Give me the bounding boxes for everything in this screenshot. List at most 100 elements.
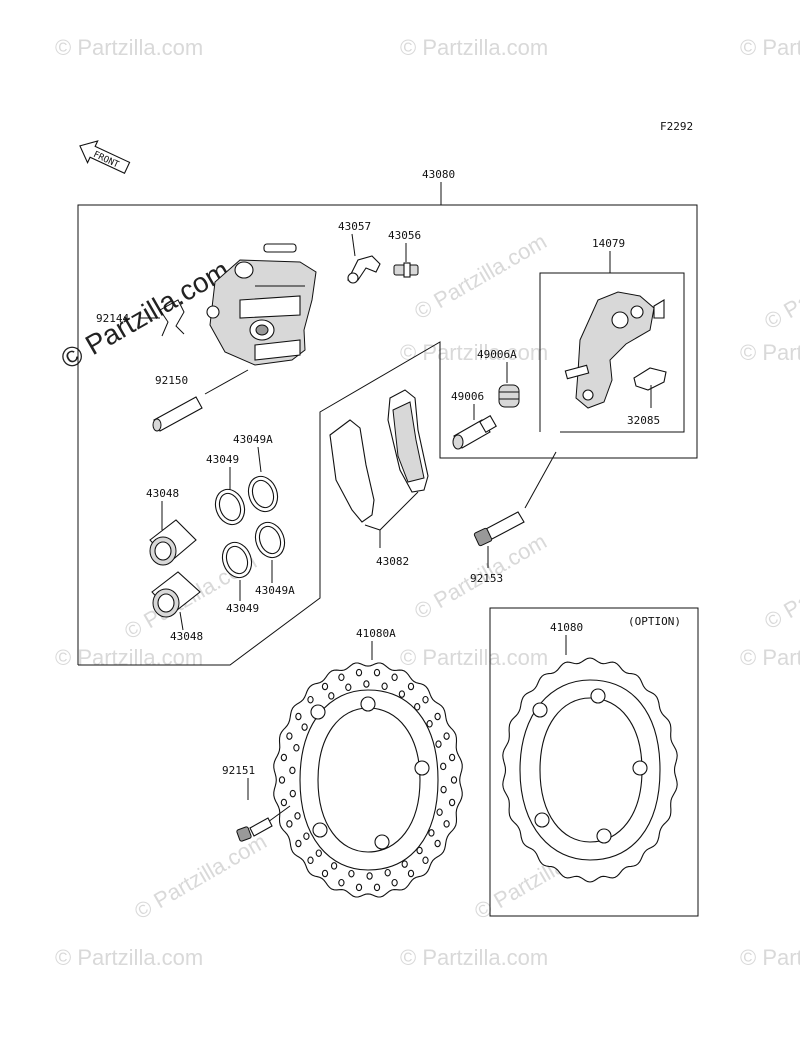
disc-drill-hole	[295, 712, 302, 721]
callout-14079: 14079	[592, 237, 625, 250]
disc-drill-hole	[293, 744, 300, 752]
callout-43049-top: 43049	[206, 453, 239, 466]
disc-drill-hole	[381, 682, 388, 691]
disc-drill-hole	[321, 682, 329, 691]
part-43057-bleeder-cap: 43057	[338, 220, 381, 284]
callout-41080: 41080	[550, 621, 583, 634]
disc-drill-hole	[295, 839, 302, 848]
disc-drill-hole	[355, 668, 363, 677]
disc-drill-hole	[391, 878, 398, 887]
watermark: © Partzilla.com	[400, 340, 548, 365]
disc-drill-hole	[443, 820, 450, 828]
watermark: © Partzilla.com	[760, 239, 800, 335]
disc-drill-hole	[422, 856, 429, 865]
callout-43049a-top: 43049A	[233, 433, 273, 446]
disc-drill-hole	[373, 883, 381, 892]
disc-drill-hole	[422, 695, 429, 704]
callout-43057: 43057	[338, 220, 371, 233]
watermark: © Partzilla.com	[760, 539, 800, 635]
front-arrow-icon: FRONT	[79, 140, 131, 175]
callout-49006: 49006	[451, 390, 484, 403]
callout-43049a-bot: 43049A	[255, 584, 295, 597]
disc-drill-hole	[440, 785, 447, 794]
disc-drill-hole	[440, 762, 447, 771]
disc-drill-hole	[355, 883, 363, 892]
watermark: © Partzilla.com	[55, 645, 203, 670]
disc-drill-hole	[280, 798, 288, 807]
disc-drill-hole	[391, 673, 398, 682]
disc-drill-hole	[443, 732, 450, 740]
watermark: © Partzilla.com	[740, 340, 800, 365]
watermark: © Partzilla.com	[55, 945, 203, 970]
disc-drill-hole	[338, 878, 345, 887]
disc-drill-hole	[436, 808, 443, 816]
disc-drill-hole	[373, 668, 381, 677]
callout-49006a: 49006A	[477, 348, 517, 361]
disc-drill-hole	[363, 680, 370, 688]
disc-drill-hole	[348, 869, 355, 878]
callout-32085: 32085	[627, 414, 660, 427]
diagram-code: F2292	[660, 120, 693, 133]
watermark: © Partzilla.com	[130, 829, 271, 925]
part-92151-bolt: 92151	[222, 764, 291, 842]
disc-drill-hole	[434, 712, 441, 721]
part-41080-brake-disc	[502, 657, 678, 883]
option-label: (OPTION)	[628, 615, 681, 628]
disc-drill-hole	[303, 832, 310, 840]
disc-drill-hole	[321, 869, 329, 878]
disc-drill-hole	[448, 798, 456, 807]
callout-43056: 43056	[388, 229, 421, 242]
disc-drill-hole	[448, 753, 456, 762]
disc-drill-hole	[398, 690, 406, 698]
disc-drill-hole	[315, 849, 322, 857]
part-43056-bleeder-valve: 43056	[388, 229, 421, 278]
watermark: © Partzilla.com	[410, 229, 551, 325]
part-32085-pad-spring: 32085	[627, 367, 667, 427]
disc-drill-hole	[286, 732, 293, 740]
part-43049-seals: 43049A 43049 43049A 43049	[206, 433, 295, 615]
disc-drill-hole	[286, 820, 293, 828]
disc-drill-hole	[328, 692, 335, 700]
part-43048-pistons: 43048 43048	[146, 487, 203, 643]
callout-92150: 92150	[155, 374, 188, 387]
disc-drill-hole	[428, 829, 435, 837]
disc-drill-hole	[416, 846, 423, 855]
option-disc-frame: (OPTION) 41080	[489, 607, 699, 917]
callout-92151: 92151	[222, 764, 255, 777]
disc-drill-hole	[435, 740, 442, 748]
disc-drill-hole	[307, 695, 314, 704]
disc-drill-hole	[407, 682, 415, 691]
callout-43048-bot: 43048	[170, 630, 203, 643]
disc-drill-hole	[289, 766, 296, 775]
watermark: © Partzilla.com	[740, 645, 800, 670]
disc-drill-hole	[401, 860, 408, 868]
watermark: © Partzilla.com	[400, 945, 548, 970]
part-92153-bolt: 92153	[470, 451, 557, 585]
disc-drill-hole	[426, 720, 433, 728]
part-41080a-brake-disc: 41080A	[273, 627, 463, 898]
part-43082-brake-pads: 43082	[329, 389, 429, 568]
callout-92153: 92153	[470, 572, 503, 585]
callout-41080a: 41080A	[356, 627, 396, 640]
watermark: © Partzilla.com	[400, 35, 548, 60]
disc-drill-hole	[301, 723, 308, 731]
part-49006a-boot: 49006A	[477, 348, 520, 408]
caliper-body	[206, 243, 317, 366]
callout-92144: 92144	[96, 312, 129, 325]
disc-drill-hole	[384, 868, 391, 877]
disc-drill-hole	[294, 812, 301, 820]
part-49006-slide-pin: 49006	[451, 390, 497, 450]
disc-drill-hole	[434, 839, 441, 848]
watermark: © Partzilla.com	[740, 945, 800, 970]
disc-drill-hole	[330, 862, 338, 870]
assembly-frame: 43080	[77, 168, 698, 666]
watermark: © Partzilla.com	[400, 645, 548, 670]
disc-drill-hole	[280, 753, 288, 762]
callout-43049-bot: 43049	[226, 602, 259, 615]
watermark: © Partzilla.com	[740, 35, 800, 60]
callout-43080: 43080	[422, 168, 455, 181]
disc-drill-hole	[407, 869, 415, 878]
disc-drill-hole	[366, 872, 373, 880]
